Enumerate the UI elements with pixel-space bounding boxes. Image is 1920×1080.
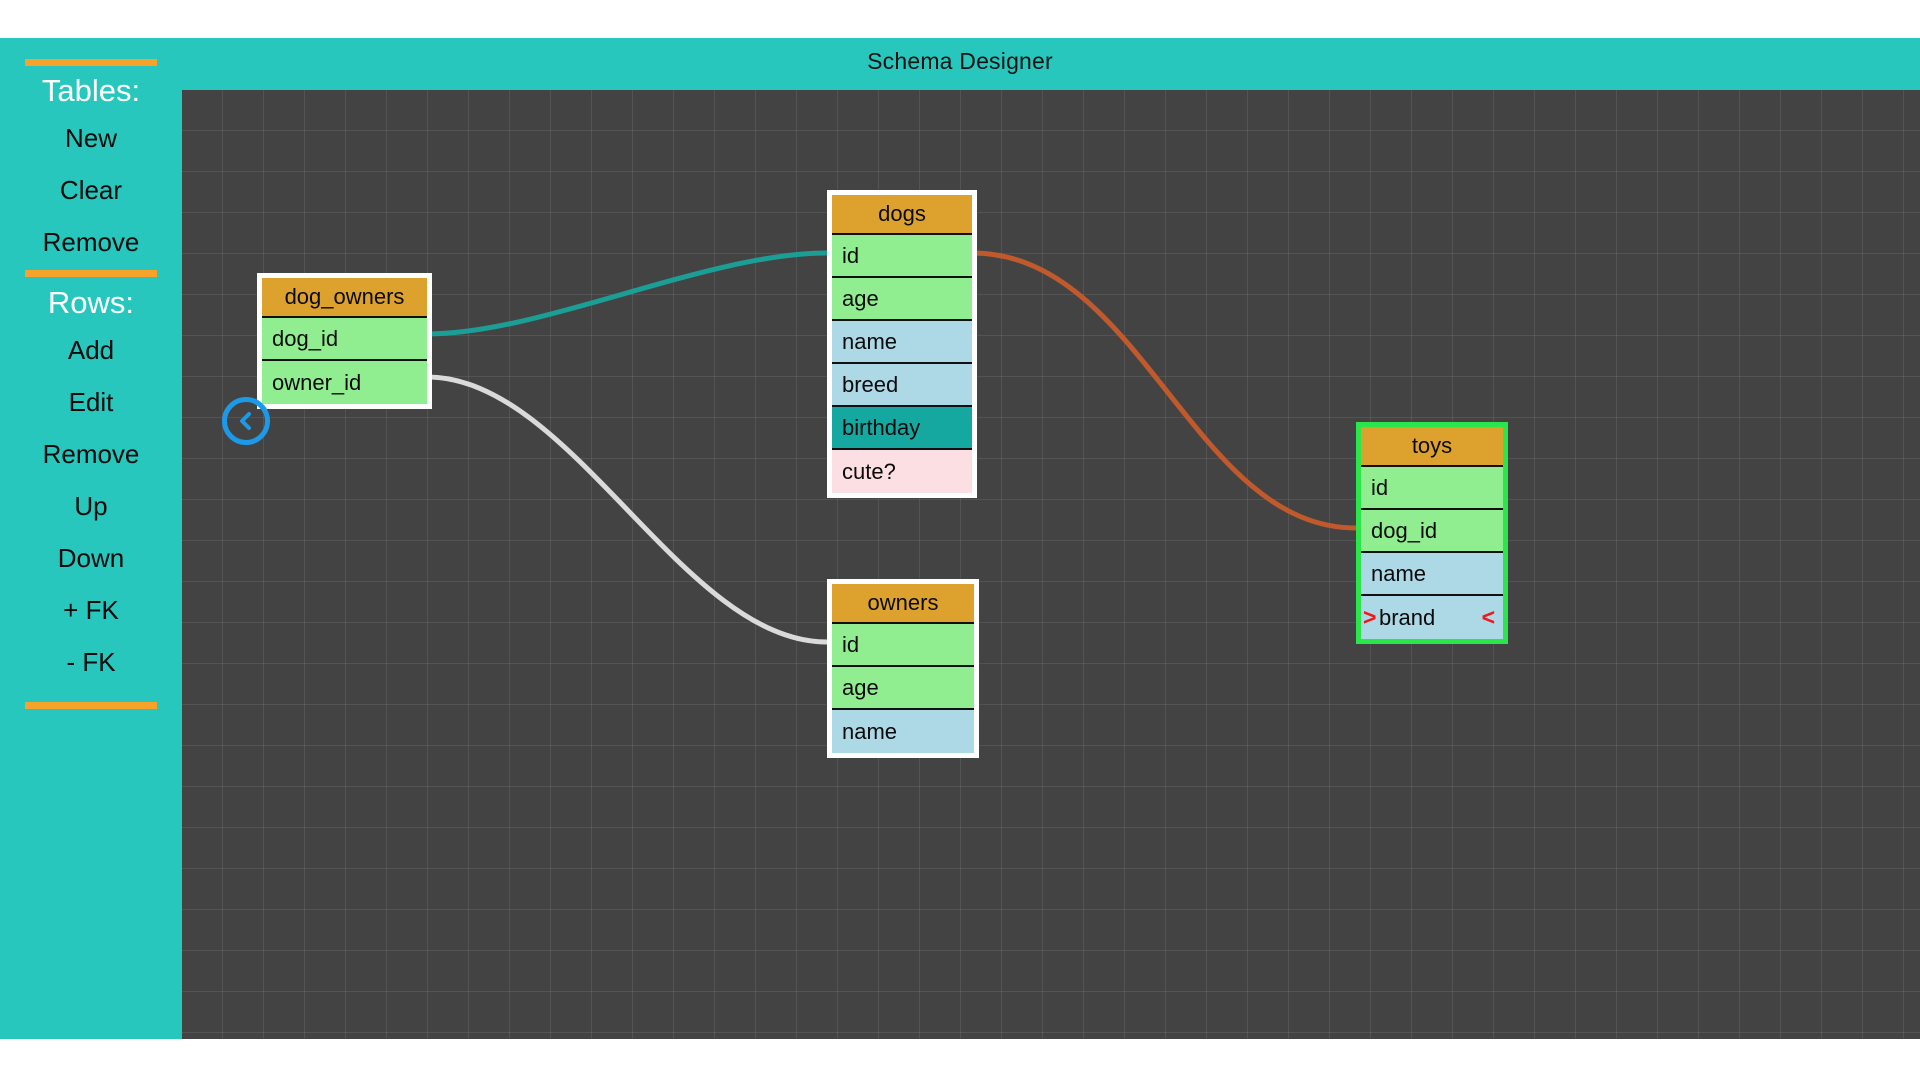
table-row-label: brand	[1379, 604, 1436, 630]
sidebar-button-fk[interactable]: + FK	[63, 595, 119, 625]
table-row[interactable]: id	[832, 624, 974, 667]
sidebar-button-add[interactable]: Add	[67, 335, 115, 365]
table-row-label: cute?	[842, 458, 896, 484]
title-bar: Schema Designer	[0, 38, 1920, 84]
relationship-link	[969, 250, 1359, 531]
table-card-dog_owners[interactable]: dog_owners dog_id owner_id	[257, 273, 432, 409]
table-row[interactable]: name	[832, 710, 974, 753]
table-row-label: age	[842, 674, 879, 700]
table-row-label: id	[1371, 474, 1389, 500]
table-row[interactable]: birthday	[832, 407, 972, 450]
table-row-label: age	[842, 285, 879, 311]
sidebar-button-up[interactable]: Up	[74, 491, 108, 521]
table-row[interactable]: dog_id	[262, 318, 427, 361]
table-row[interactable]: owner_id	[262, 361, 427, 404]
table-row-label: id	[842, 242, 860, 268]
sidebar-button-clear[interactable]: Clear	[59, 175, 123, 205]
table-row[interactable]: age	[832, 667, 974, 710]
table-row[interactable]: dog_id	[1361, 510, 1503, 553]
table-row[interactable]: name	[1361, 553, 1503, 596]
table-row[interactable]: name	[832, 321, 972, 364]
table-row[interactable]: >brand <	[1361, 596, 1503, 639]
table-header[interactable]: owners	[832, 584, 974, 624]
table-row-label: name	[842, 328, 898, 354]
table-row-label: birthday	[842, 414, 921, 440]
sidebar-divider	[25, 270, 157, 277]
table-row-label: name	[842, 718, 898, 744]
sidebar-button-remove[interactable]: Remove	[42, 227, 140, 257]
page-title: Schema Designer	[867, 47, 1053, 74]
relationship-link	[424, 374, 830, 645]
sidebar-button-new[interactable]: New	[64, 123, 117, 153]
table-row[interactable]: id	[832, 235, 972, 278]
relationship-links	[424, 250, 1359, 645]
table-row-label: name	[1371, 560, 1427, 586]
sidebar-section-heading: Tables:	[41, 73, 141, 108]
row-selection-marker-left: >	[1363, 604, 1377, 630]
sidebar-divider	[25, 702, 157, 709]
table-header[interactable]: dogs	[832, 195, 972, 235]
table-row[interactable]: breed	[832, 364, 972, 407]
row-selection-marker-right: <	[1481, 604, 1495, 630]
sidebar-section-heading: Rows:	[47, 285, 135, 320]
table-row-label: breed	[842, 371, 899, 397]
table-row-label: dog_id	[272, 325, 339, 351]
table-row-label: owner_id	[272, 369, 362, 395]
chevron-left-icon	[240, 412, 251, 430]
table-row[interactable]: age	[832, 278, 972, 321]
schema-canvas[interactable]: dog_owners dog_id owner_id dogs id age name bre…	[182, 90, 1920, 1039]
sidebar-button-down[interactable]: Down	[57, 543, 125, 573]
table-card-owners[interactable]: owners id age name	[827, 579, 979, 758]
table-row-label: id	[842, 631, 860, 657]
relationship-link	[424, 250, 830, 337]
table-row[interactable]: cute?	[832, 450, 972, 493]
table-header[interactable]: toys	[1361, 427, 1503, 467]
table-row-label: dog_id	[1371, 517, 1438, 543]
table-card-dogs[interactable]: dogs id age name breed birthday cute?	[827, 190, 977, 498]
sidebar-divider	[25, 59, 157, 66]
table-row[interactable]: id	[1361, 467, 1503, 510]
sidebar-button-fk[interactable]: - FK	[66, 647, 116, 677]
collapse-sidebar-button[interactable]	[222, 397, 270, 445]
sidebar-button-remove[interactable]: Remove	[42, 439, 140, 469]
sidebar-button-edit[interactable]: Edit	[68, 387, 114, 417]
table-header[interactable]: dog_owners	[262, 278, 427, 318]
